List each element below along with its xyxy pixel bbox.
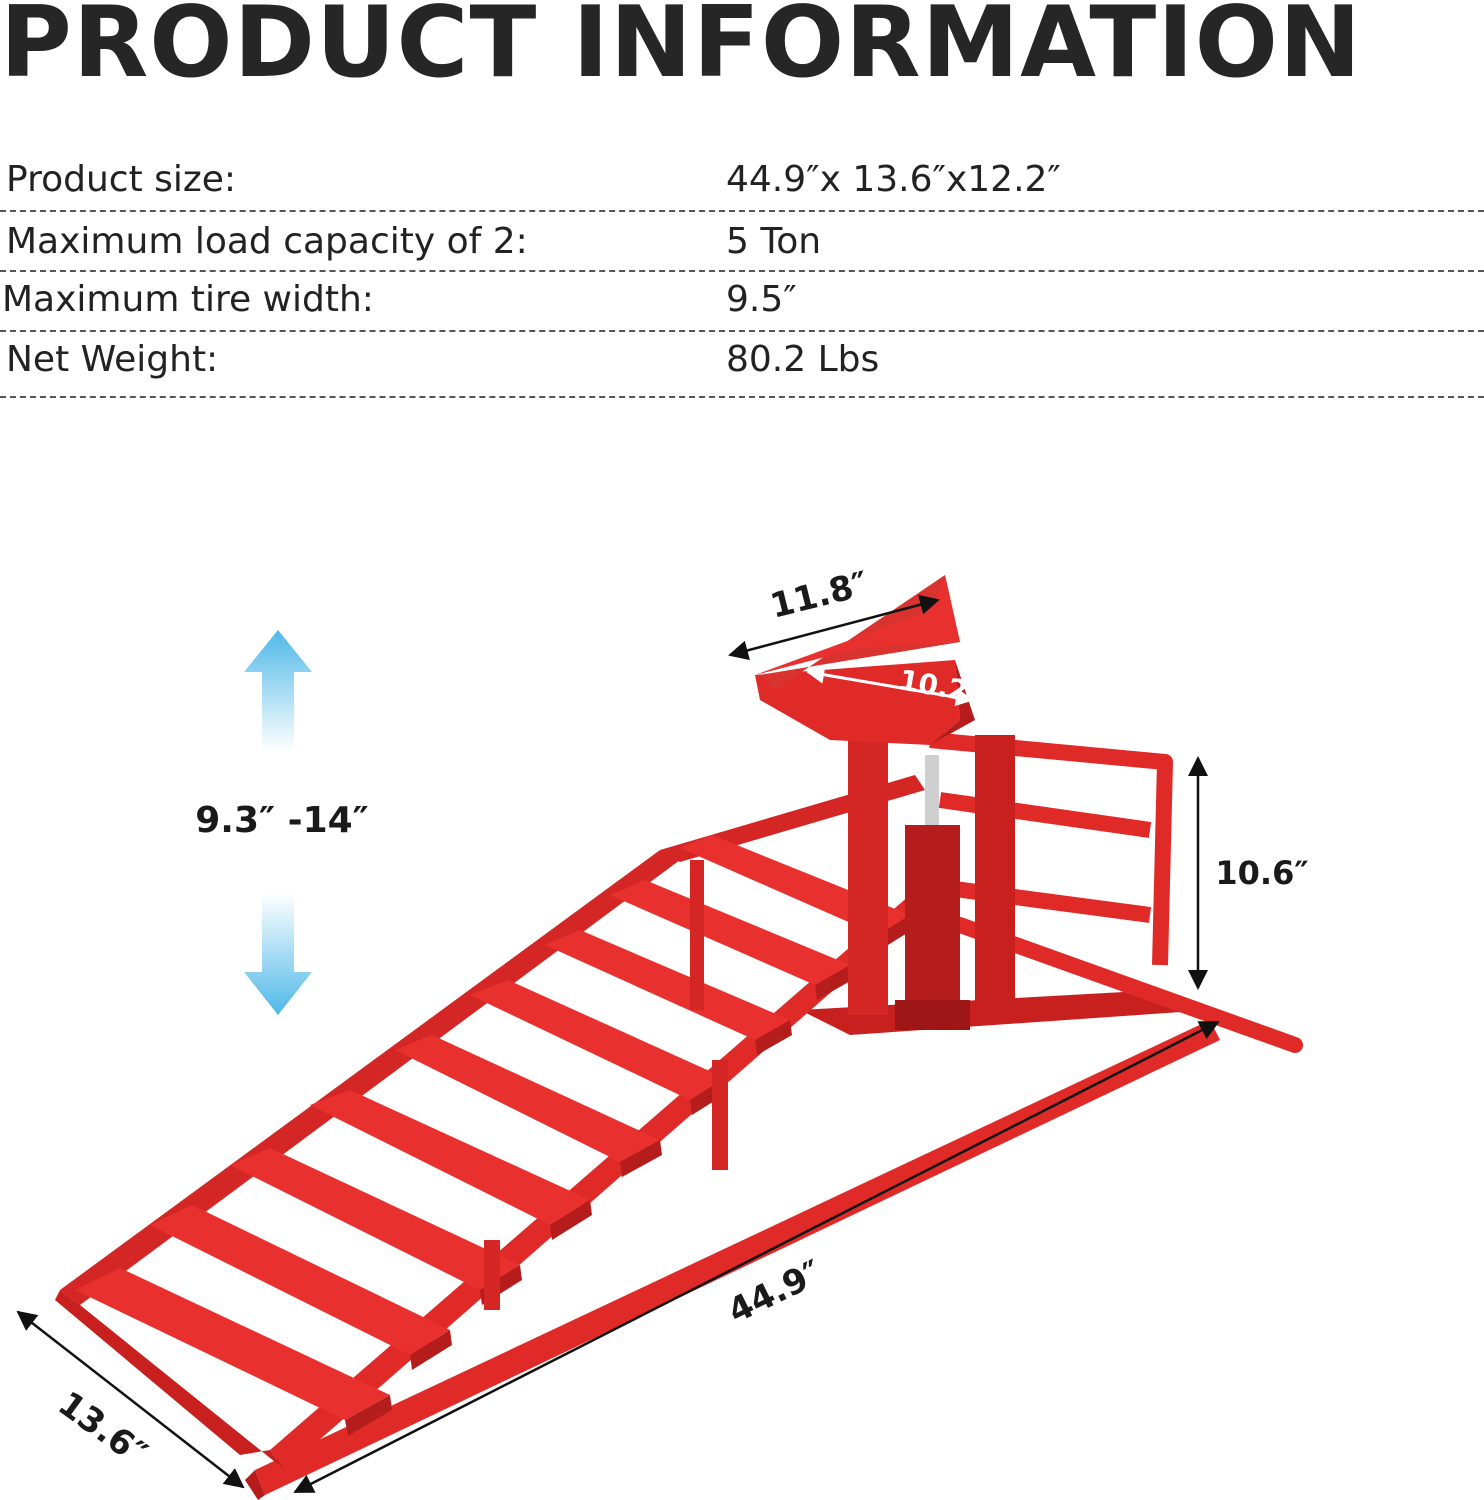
spec-row-net-weight: Net Weight: 80.2 Lbs [0,332,1484,388]
spec-value: 80.2 Lbs [726,339,880,380]
divider [0,330,1484,332]
lift-range-label: 9.3″ -14″ [195,800,369,841]
frame-height-label: 10.6″ [1215,854,1308,892]
divider [0,270,1484,272]
width-label: 13.6″ [51,1384,155,1475]
spec-label: Product size: [6,159,237,200]
page-title: PRODUCT INFORMATION [0,0,1363,100]
platform-depth-arrow [806,665,974,707]
divider [0,210,1484,212]
platform-width-label: 11.8″ [766,564,872,627]
spec-label: Maximum tire width: [2,279,374,320]
spec-row-product-size: Product size: 44.9″x 13.6″x12.2″ [0,152,1484,208]
lift-down-arrow-icon [244,893,312,1015]
spec-row-tire-width: Maximum tire width: 9.5″ [0,272,1484,328]
dimension-arrows [16,594,1220,1494]
spec-value: 5 Ton [726,221,822,262]
spec-label: Net Weight: [6,339,219,380]
spec-row-load-capacity: Maximum load capacity of 2: 5 Ton [0,214,1484,270]
ramp-frame [55,575,1303,1500]
spec-label: Maximum load capacity of 2: [6,221,528,262]
divider [0,396,1484,398]
spec-value: 44.9″x 13.6″x12.2″ [726,159,1061,200]
spec-value: 9.5″ [726,279,797,320]
lift-up-arrow-icon [244,630,312,752]
